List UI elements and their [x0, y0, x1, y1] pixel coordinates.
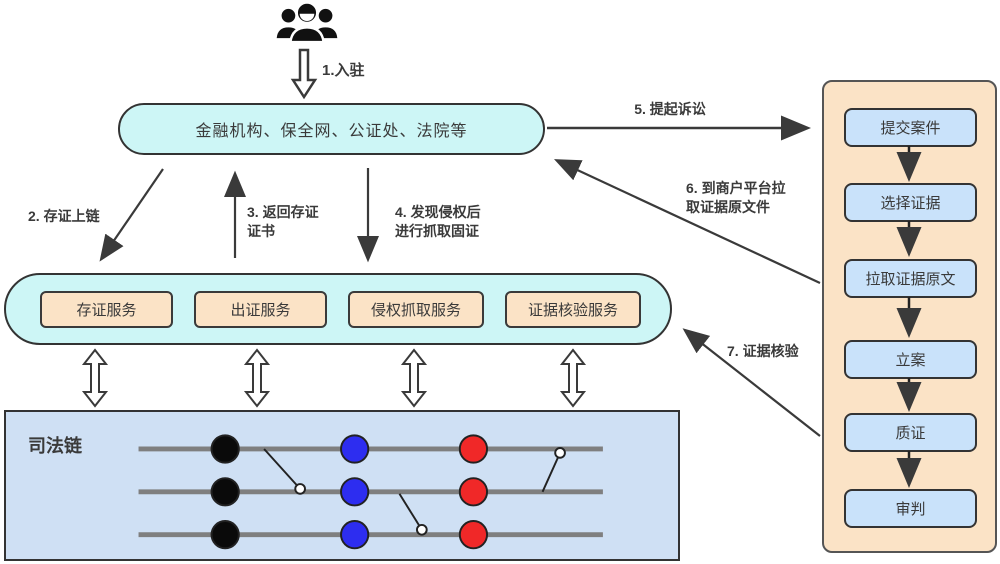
step5-label: 5. 提起诉讼 — [634, 101, 706, 117]
service-label: 出证服务 — [230, 302, 291, 319]
flow-label: 选择证据 — [880, 195, 941, 212]
step2-arrow — [99, 168, 164, 262]
platform-pill: 金融机构、保全网、公证处、法院等 — [118, 103, 545, 155]
sync-double-arrow — [559, 348, 587, 408]
judicial-chain-title: 司法链 — [28, 436, 82, 456]
services-container: 存证服务 出证服务 侵权抓取服务 证据核验服务 — [4, 273, 672, 345]
step7-label: 7. 证据核验 — [727, 343, 799, 359]
flow-box-pull-evidence: 拉取证据原文 — [844, 259, 977, 298]
service-box-deposit: 存证服务 — [40, 291, 173, 328]
judicial-chain-box: 司法链 — [4, 410, 680, 561]
step3-label: 3. 返回存证 证书 — [247, 204, 319, 239]
flow-box-submit-case: 提交案件 — [844, 108, 977, 147]
court-flow-panel: 提交案件 选择证据 拉取证据原文 立案 质证 审判 — [822, 80, 997, 553]
flow-box-file-case: 立案 — [844, 340, 977, 379]
flow-box-cross-examine: 质证 — [844, 413, 977, 452]
service-label: 存证服务 — [76, 302, 137, 319]
flow-label: 提交案件 — [880, 120, 941, 137]
flow-label: 拉取证据原文 — [865, 271, 956, 288]
step1-label: 1.入驻 — [322, 62, 365, 79]
flow-label: 审判 — [895, 501, 926, 518]
service-box-evidence-verify: 证据核验服务 — [505, 291, 641, 328]
service-label: 证据核验服务 — [527, 302, 618, 319]
step2-label: 2. 存证上链 — [28, 208, 100, 224]
group-users-icon — [276, 1, 338, 44]
sync-double-arrow — [400, 348, 428, 408]
sync-double-arrow — [243, 348, 271, 408]
service-box-infringement-capture: 侵权抓取服务 — [348, 291, 484, 328]
service-box-certificate: 出证服务 — [194, 291, 327, 328]
flow-box-select-evidence: 选择证据 — [844, 183, 977, 222]
step1-arrow — [290, 48, 318, 100]
sync-double-arrow — [81, 348, 109, 408]
platform-pill-label: 金融机构、保全网、公证处、法院等 — [195, 123, 468, 140]
flow-box-trial: 审判 — [844, 489, 977, 528]
flow-label: 立案 — [895, 352, 926, 369]
blockchain-graph — [138, 434, 603, 550]
step4-label: 4. 发现侵权后 进行抓取固证 — [395, 204, 481, 239]
service-label: 侵权抓取服务 — [370, 302, 461, 319]
step6-label: 6. 到商户平台拉 取证据原文件 — [686, 180, 786, 215]
flow-label: 质证 — [895, 425, 926, 442]
